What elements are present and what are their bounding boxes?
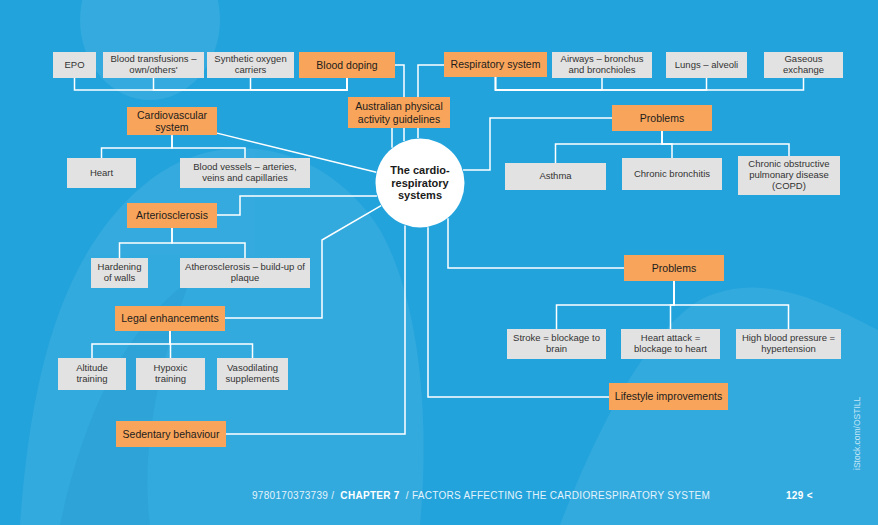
connector-line	[75, 78, 348, 90]
detail-box: Heart attack = blockage to heart	[621, 329, 720, 359]
footer-text: CHAPTER 7	[340, 490, 399, 501]
node-text: Legal enhancements	[121, 312, 219, 324]
detail-box: Blood vessels – arteries, veins and capi…	[180, 158, 310, 188]
detail-box: Stroke = blockage to brain	[507, 329, 606, 359]
node-text: Arteriosclerosis	[136, 209, 208, 221]
connector-line	[496, 77, 804, 90]
node-text: Synthetic oxygen carriers	[211, 54, 290, 76]
connector-line	[557, 281, 675, 329]
connector-line	[496, 77, 707, 90]
central-circle: The cardio-respiratory systems	[375, 138, 465, 228]
topic-box: Arteriosclerosis	[127, 203, 217, 228]
connector-line	[170, 331, 253, 358]
node-text: Blood transfusions – own/others'	[107, 54, 200, 76]
detail-box: Airways – bronchus and bronchioles	[552, 52, 652, 78]
connector-line	[662, 131, 789, 156]
node-text: Cardiovascular system	[131, 109, 213, 133]
connector-line	[674, 281, 789, 329]
connector-line	[92, 331, 170, 358]
node-text: Problems	[652, 262, 696, 274]
topic-box: Respiratory system	[444, 52, 547, 77]
connector-line	[428, 227, 609, 397]
detail-box: Synthetic oxygen carriers	[207, 52, 294, 78]
node-text: Hypoxic training	[140, 363, 201, 385]
node-text: Sedentary behaviour	[123, 428, 220, 440]
detail-box: Chronic bronchitis	[622, 158, 722, 190]
node-text: EPO	[64, 60, 84, 71]
node-text: Lungs – alveoli	[675, 60, 738, 71]
topic-box: Cardiovascular system	[127, 107, 217, 135]
node-text: Altitude training	[62, 363, 122, 385]
connector-line	[251, 78, 348, 90]
connector-line	[391, 128, 393, 148]
detail-box: Vasodilating supplements	[217, 358, 288, 390]
detail-box: Chronic obstructive pulmonary disease (C…	[738, 156, 840, 195]
node-text: Problems	[640, 112, 684, 124]
node-text: High blood pressure = hypertension	[740, 333, 837, 355]
node-text: Atherosclerosis – build-up of plaque	[184, 262, 306, 284]
node-text: Blood vessels – arteries, veins and capi…	[184, 162, 306, 184]
connector-line	[448, 218, 624, 268]
connector-line	[102, 135, 173, 158]
footer-text: 129 <	[786, 490, 813, 501]
detail-box: Gaseous exchange	[764, 52, 843, 78]
connector-line	[217, 196, 377, 215]
node-text: Respiratory system	[451, 58, 541, 70]
detail-box: Altitude training	[58, 358, 126, 390]
topic-box: Blood doping	[299, 52, 395, 78]
node-text: Stroke = blockage to brain	[511, 333, 602, 355]
circle-shape	[376, 139, 465, 228]
node-text: Hardening of walls	[95, 262, 144, 284]
node-text: Asthma	[539, 171, 571, 182]
connector-line	[496, 77, 603, 90]
node-text: Airways – bronchus and bronchioles	[556, 54, 648, 76]
node-text: Gaseous exchange	[768, 54, 839, 76]
detail-box: Heart	[67, 158, 136, 188]
connector-line	[172, 135, 245, 158]
node-text: The cardio-respiratory systems	[383, 164, 457, 202]
node-text: Vasodilating supplements	[221, 363, 284, 385]
detail-box: Blood transfusions – own/others'	[103, 52, 204, 78]
node-text: Chronic bronchitis	[634, 169, 710, 180]
node-text: Lifestyle improvements	[615, 390, 722, 402]
topic-box: Sedentary behaviour	[116, 421, 226, 447]
detail-box: Hypoxic training	[136, 358, 205, 390]
detail-box: Lungs – alveoli	[666, 52, 747, 78]
topic-box: Lifestyle improvements	[609, 383, 728, 410]
detail-box: EPO	[53, 52, 96, 78]
topic-box: Problems	[624, 255, 724, 281]
footer-text: 9780170373739 /	[252, 490, 334, 501]
footer-text: / FACTORS AFFECTING THE CARDIORESPIRATOR…	[406, 490, 710, 501]
node-text: Heart	[90, 168, 113, 179]
connector-line	[172, 228, 245, 258]
detail-box: High blood pressure = hypertension	[736, 329, 841, 359]
topic-box: Legal enhancements	[115, 306, 225, 331]
node-text: Australian physical activity guidelines	[352, 100, 446, 124]
topic-box: Australian physical activity guidelines	[348, 97, 450, 128]
detail-box: Atherosclerosis – build-up of plaque	[180, 258, 310, 288]
topic-box: Problems	[612, 105, 712, 131]
connector-line	[154, 78, 348, 90]
detail-box: Asthma	[505, 163, 606, 190]
node-text: Chronic obstructive pulmonary disease (C…	[742, 159, 836, 192]
photo-credit: iStock.com/OSTILL	[852, 397, 862, 470]
connector-line	[226, 225, 405, 434]
detail-box: Hardening of walls	[91, 258, 148, 288]
connector-line	[120, 228, 173, 258]
node-text: Heart attack = blockage to heart	[625, 333, 716, 355]
node-text: Blood doping	[316, 59, 377, 71]
